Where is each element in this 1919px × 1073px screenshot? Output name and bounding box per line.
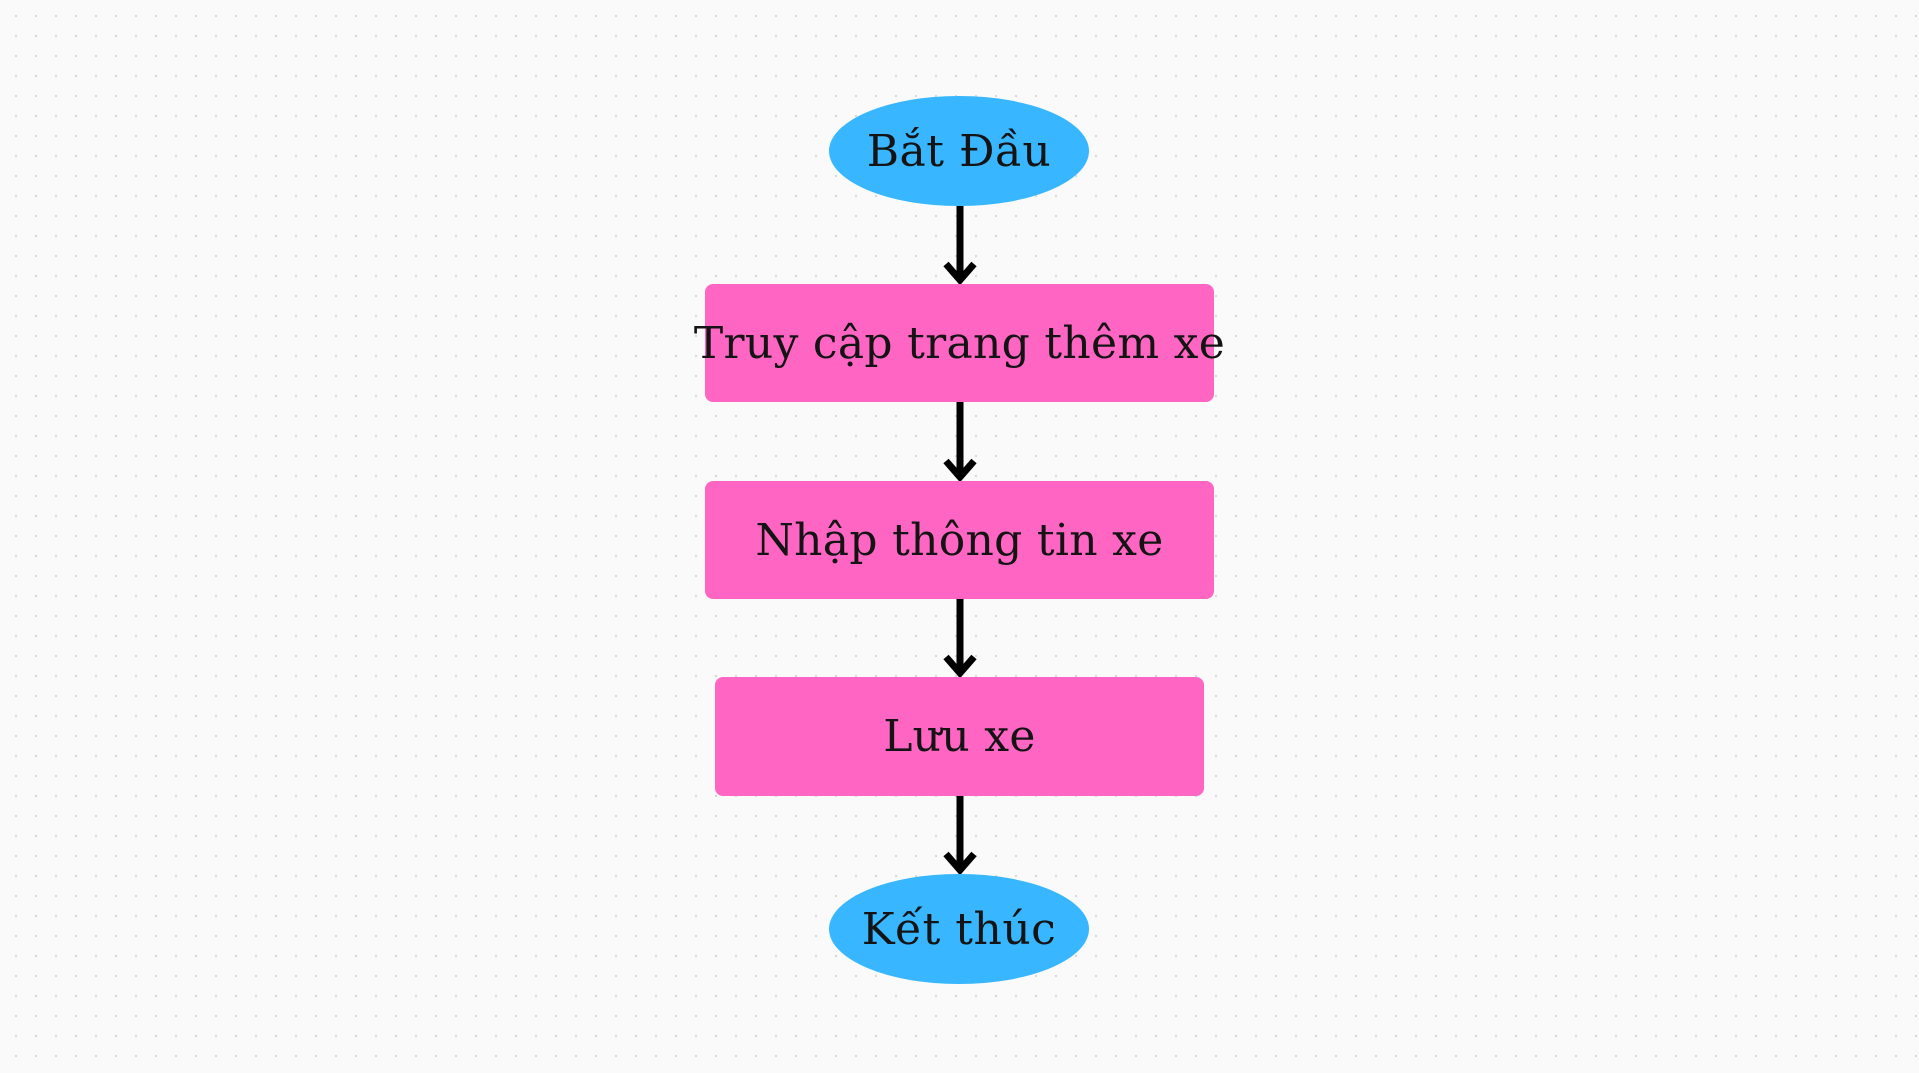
- arrow-step3-to-end: [940, 796, 980, 874]
- step-enter-car-info[interactable]: Nhập thông tin xe: [705, 481, 1214, 599]
- start-node-label: Bắt Đầu: [866, 125, 1052, 177]
- arrow-start-to-step1: [940, 206, 980, 284]
- step-save-car[interactable]: Lưu xe: [715, 677, 1204, 796]
- arrow-down-icon: [943, 206, 977, 284]
- step-access-add-car-page[interactable]: Truy cập trang thêm xe: [694, 284, 1225, 402]
- step-label: Lưu xe: [883, 711, 1036, 762]
- end-node[interactable]: Kết thúc: [829, 874, 1089, 984]
- arrow-down-icon: [943, 599, 977, 677]
- arrow-down-icon: [943, 402, 977, 481]
- step-label: Truy cập trang thêm xe: [693, 317, 1226, 369]
- step-label: Nhập thông tin xe: [755, 514, 1164, 566]
- start-node[interactable]: Bắt Đầu: [829, 96, 1089, 206]
- arrow-step2-to-step3: [940, 599, 980, 677]
- arrow-down-icon: [943, 796, 977, 874]
- end-node-label: Kết thúc: [861, 903, 1057, 955]
- arrow-step1-to-step2: [940, 402, 980, 481]
